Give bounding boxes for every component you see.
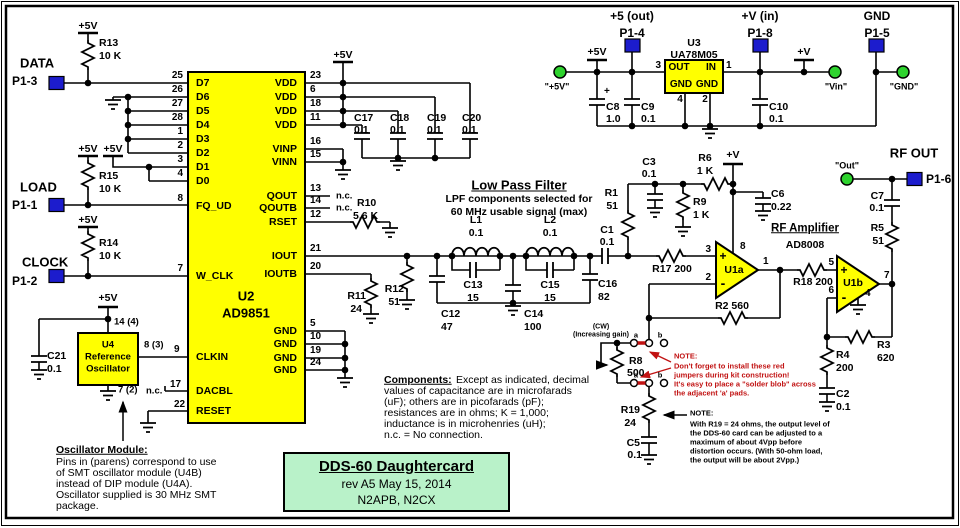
testpoint-out xyxy=(840,172,854,186)
testpoint-vin xyxy=(828,65,842,79)
red-jumpers xyxy=(637,341,646,385)
inductor-l2 xyxy=(525,246,575,257)
chip-u2-ad9851 xyxy=(187,71,306,424)
testpoint-gnd xyxy=(896,65,910,79)
connector-p1-6 xyxy=(906,171,923,187)
inductor-l1 xyxy=(451,246,501,257)
opamp-u1a xyxy=(715,240,760,300)
title-block: DDS-60 Daughtercard rev A5 May 15, 2014 … xyxy=(283,452,510,512)
regulator-u3-ua78m05 xyxy=(664,59,724,94)
junction-dots xyxy=(84,68,896,374)
wires xyxy=(38,33,907,455)
connectors xyxy=(48,38,923,284)
jumper-pads xyxy=(629,338,669,388)
connector-p1-3 xyxy=(48,75,65,91)
test-points xyxy=(553,65,910,186)
connector-p1-1 xyxy=(48,197,65,213)
pot-wiper-arrow xyxy=(595,342,617,370)
connector-p1-8 xyxy=(752,38,769,53)
note-arrows xyxy=(118,351,687,441)
testpoint-plus5v xyxy=(553,65,567,79)
oscillator-u4-box xyxy=(77,332,139,386)
connector-p1-4 xyxy=(624,38,641,53)
connector-p1-5 xyxy=(868,38,885,53)
schematic-title: DDS-60 Daughtercard xyxy=(318,457,475,475)
red-arrow-bottom-jumper xyxy=(639,367,672,379)
connector-p1-2 xyxy=(48,268,65,284)
opamp-u1b xyxy=(836,254,881,314)
schematic-rev: rev A5 May 15, 2014 xyxy=(341,476,452,491)
capacitors xyxy=(30,98,901,444)
schematic-authors: N2APB, N2CX xyxy=(357,492,436,507)
red-arrow-top-jumper xyxy=(648,351,672,363)
